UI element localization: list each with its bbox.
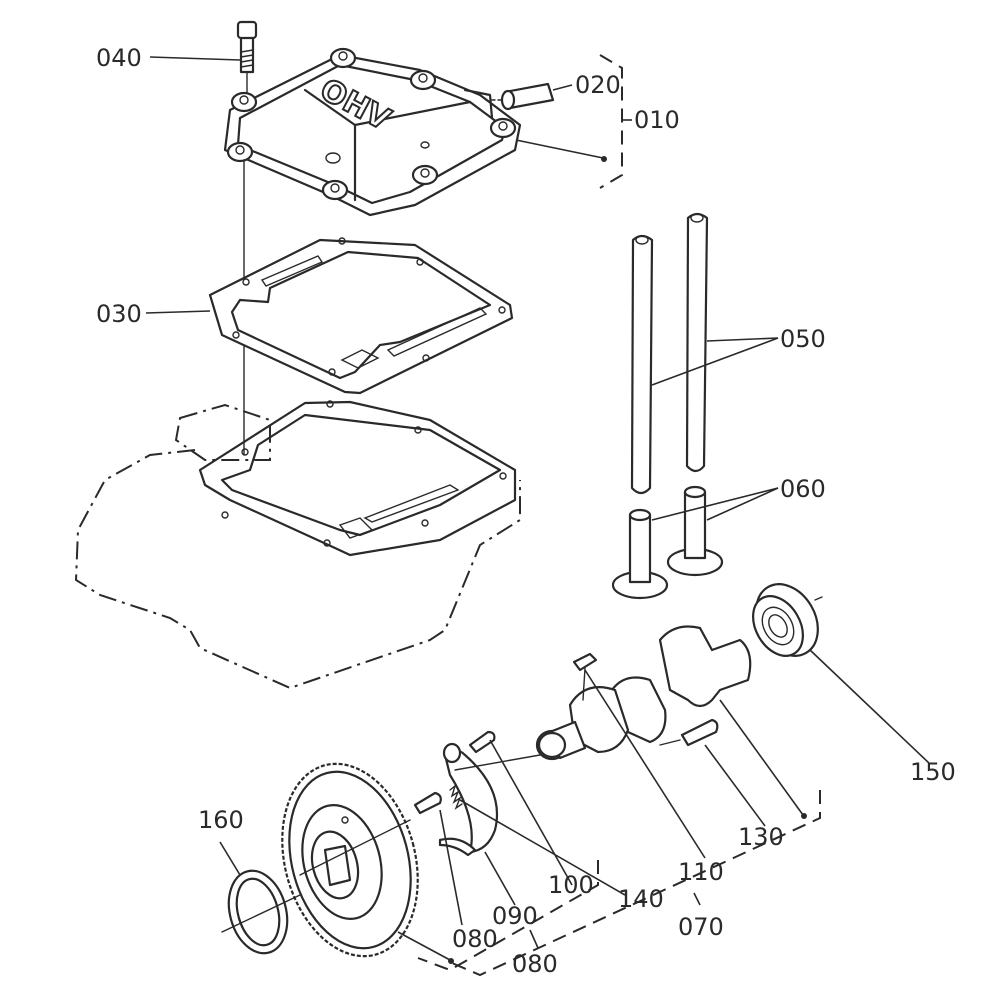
gasket-030 bbox=[208, 237, 514, 395]
callout-090: 090 bbox=[492, 902, 538, 930]
pin-110 bbox=[413, 791, 442, 815]
callout-120: 110 bbox=[678, 858, 724, 886]
spring-140 bbox=[449, 784, 463, 810]
bracket-080 bbox=[417, 860, 599, 972]
push-rods-050 bbox=[630, 212, 709, 495]
callout-030: 030 bbox=[96, 300, 142, 328]
engine-block-outline bbox=[74, 400, 521, 690]
callout-130: 130 bbox=[738, 823, 784, 851]
callout-010: 010 bbox=[634, 106, 680, 134]
gear bbox=[281, 762, 419, 958]
bracket-010 bbox=[599, 54, 623, 189]
callout-070: 070 bbox=[678, 913, 724, 941]
callout-150: 150 bbox=[910, 758, 956, 786]
callout-160: 160 bbox=[198, 806, 244, 834]
washer-160 bbox=[227, 869, 289, 955]
callout-040: 040 bbox=[96, 44, 142, 72]
governor-weight-090 bbox=[438, 742, 499, 857]
pin-130 bbox=[680, 718, 719, 747]
callout-050: 050 bbox=[780, 325, 826, 353]
tappets-060 bbox=[611, 485, 724, 600]
crankshaft bbox=[535, 625, 752, 761]
bracket-070 bbox=[451, 790, 821, 977]
pin-100 bbox=[468, 730, 496, 754]
callout-140: 140 bbox=[618, 885, 664, 913]
key-120 bbox=[572, 652, 598, 672]
callout-110: 080 bbox=[452, 925, 498, 953]
bolt-040 bbox=[236, 20, 258, 96]
rocker-cover: OHV bbox=[223, 47, 522, 217]
callout-020: 020 bbox=[575, 71, 621, 99]
callout-060: 060 bbox=[780, 475, 826, 503]
pin-020 bbox=[491, 82, 555, 111]
ball-bearing-150 bbox=[752, 583, 819, 657]
callout-080: 080 bbox=[512, 950, 558, 978]
callout-100: 100 bbox=[548, 871, 594, 899]
